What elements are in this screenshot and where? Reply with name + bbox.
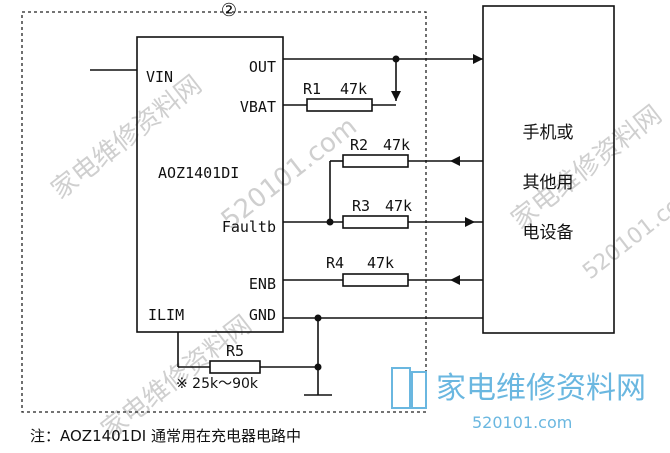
logo-watermark: 家电维修资料网 520101.com — [391, 367, 646, 432]
footnote: 注：AOZ1401DI 通常用在充电器电路中 — [30, 427, 301, 445]
arrow-out-tap — [391, 91, 401, 101]
device-label-line-3: 电设备 — [523, 223, 574, 243]
wires — [90, 58, 483, 396]
logo-book-icon — [391, 367, 411, 409]
r2-name: R2 — [350, 136, 368, 154]
pin-out-label: OUT — [249, 58, 276, 76]
pin-vbat-label: VBAT — [240, 98, 276, 116]
resistor-r5 — [209, 360, 261, 374]
r3-value: 47k — [385, 197, 412, 215]
chip-body — [136, 36, 284, 333]
r4-name: R4 — [326, 254, 344, 272]
resistor-r3 — [342, 215, 409, 229]
r5-name: R5 — [226, 342, 244, 360]
arrows — [391, 54, 483, 285]
device-label-line-1: 手机或 — [523, 123, 574, 143]
pin-enb-label: ENB — [249, 275, 276, 293]
arrow-enb-from-device — [450, 275, 460, 285]
arrow-out-to-device — [473, 54, 483, 64]
resistor-r4 — [342, 273, 409, 287]
resistor-bodies — [209, 98, 409, 374]
r1-name: R1 — [303, 80, 321, 98]
arrow-faultb-to-device — [465, 217, 475, 227]
arrow-r2-from-device — [450, 156, 460, 166]
junction-out — [392, 55, 400, 63]
chip-name: AOZ1401DI — [158, 164, 239, 182]
junction-gnd — [314, 314, 322, 322]
logo-text: 家电维修资料网 — [436, 371, 646, 406]
watermark-text-1: 家电维修资料网 — [46, 70, 208, 206]
junction-faultb — [326, 218, 334, 226]
pin-gnd-label: GND — [249, 306, 276, 324]
watermark-site-2: 520101.com — [578, 180, 670, 285]
r4-value: 47k — [367, 254, 394, 272]
pin-faultb-label: Faultb — [222, 218, 276, 236]
device-box — [482, 5, 615, 334]
junctions — [314, 55, 400, 371]
junction-r5 — [314, 363, 322, 371]
logo-url: 520101.com — [472, 413, 572, 432]
r3-name: R3 — [352, 197, 370, 215]
r2-value: 47k — [383, 136, 410, 154]
r1-value: 47k — [340, 80, 367, 98]
pin-ilim-label: ILIM — [148, 306, 184, 324]
resistor-r2 — [342, 154, 409, 168]
pin-vin-label: VIN — [146, 68, 173, 86]
r5-value: ※ 25k～90k — [176, 376, 259, 392]
circle-label: ② — [221, 0, 237, 21]
logo-book-icon-2 — [411, 371, 427, 409]
device-label-line-2: 其他用 — [523, 173, 574, 193]
resistor-r1 — [306, 98, 373, 112]
